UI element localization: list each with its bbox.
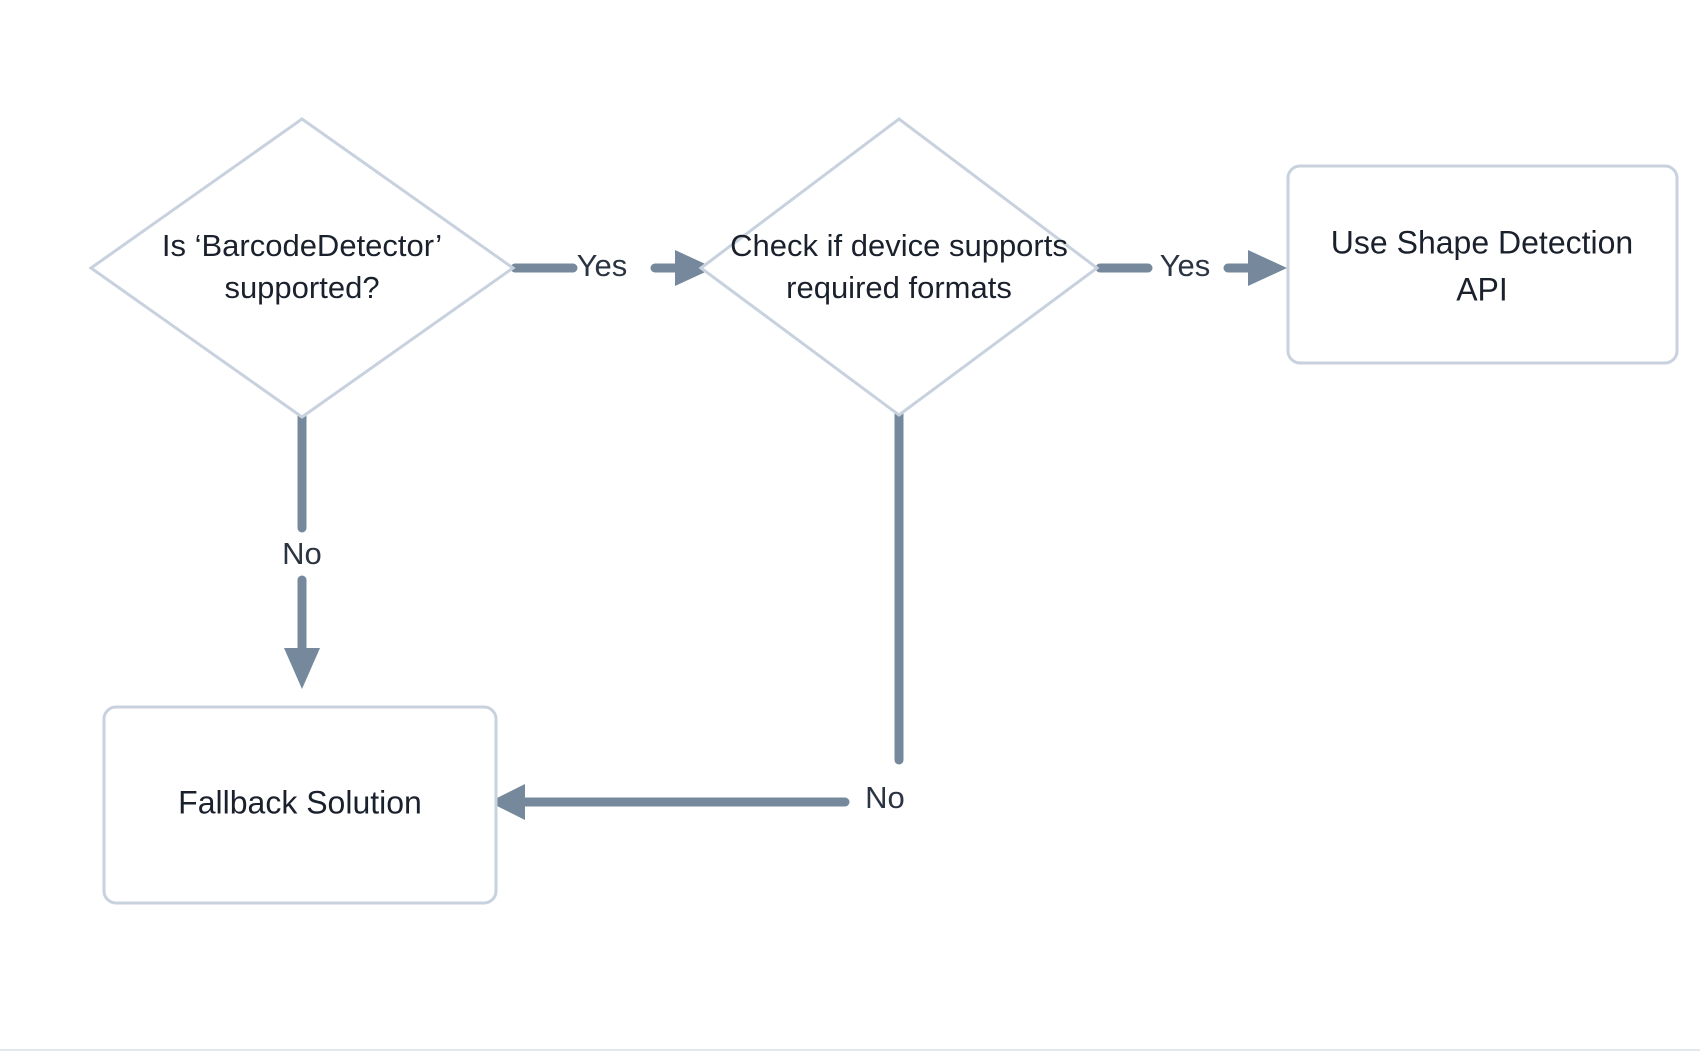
edge-formats-no-arrowhead (489, 784, 525, 820)
rect-shape-use-shape-detection (1286, 164, 1679, 365)
edge-label-no-formats: No (865, 780, 905, 815)
edge-label-no-barcode: No (282, 536, 322, 571)
edge-formats-yes[interactable]: Yes (1095, 248, 1287, 286)
node-device-formats-line1: Check if device supports (730, 228, 1068, 263)
edge-barcode-yes[interactable]: Yes (510, 248, 714, 286)
node-use-shape-detection-api[interactable]: Use Shape Detection API (1286, 164, 1679, 365)
node-barcode-detector-line2: supported? (224, 270, 379, 305)
node-use-shape-detection-line1: Use Shape Detection (1331, 224, 1633, 260)
rect-shape-fallback-solution (102, 705, 498, 905)
edge-label-yes-formats: Yes (1160, 248, 1211, 283)
edge-label-yes-barcode: Yes (577, 248, 628, 283)
diamond-shape-device-formats (698, 117, 1100, 417)
edge-barcode-no[interactable]: No (282, 410, 322, 689)
node-device-formats-line2: required formats (786, 270, 1012, 305)
node-barcode-detector-line1: Is ‘BarcodeDetector’ (162, 228, 442, 263)
node-fallback-solution-line1: Fallback Solution (178, 784, 422, 820)
node-fallback-solution[interactable]: Fallback Solution (102, 705, 498, 905)
edge-barcode-yes-arrowhead (675, 250, 714, 286)
node-barcode-detector-check[interactable]: Is ‘BarcodeDetector’ supported? (88, 117, 516, 419)
edge-barcode-no-arrowhead (284, 648, 320, 689)
edge-formats-no[interactable]: No (489, 407, 905, 820)
node-device-formats-check[interactable]: Check if device supports required format… (698, 117, 1100, 417)
edge-formats-yes-arrowhead (1248, 250, 1287, 286)
diamond-shape-barcode-detector (88, 117, 516, 419)
node-use-shape-detection-line2: API (1456, 271, 1508, 307)
